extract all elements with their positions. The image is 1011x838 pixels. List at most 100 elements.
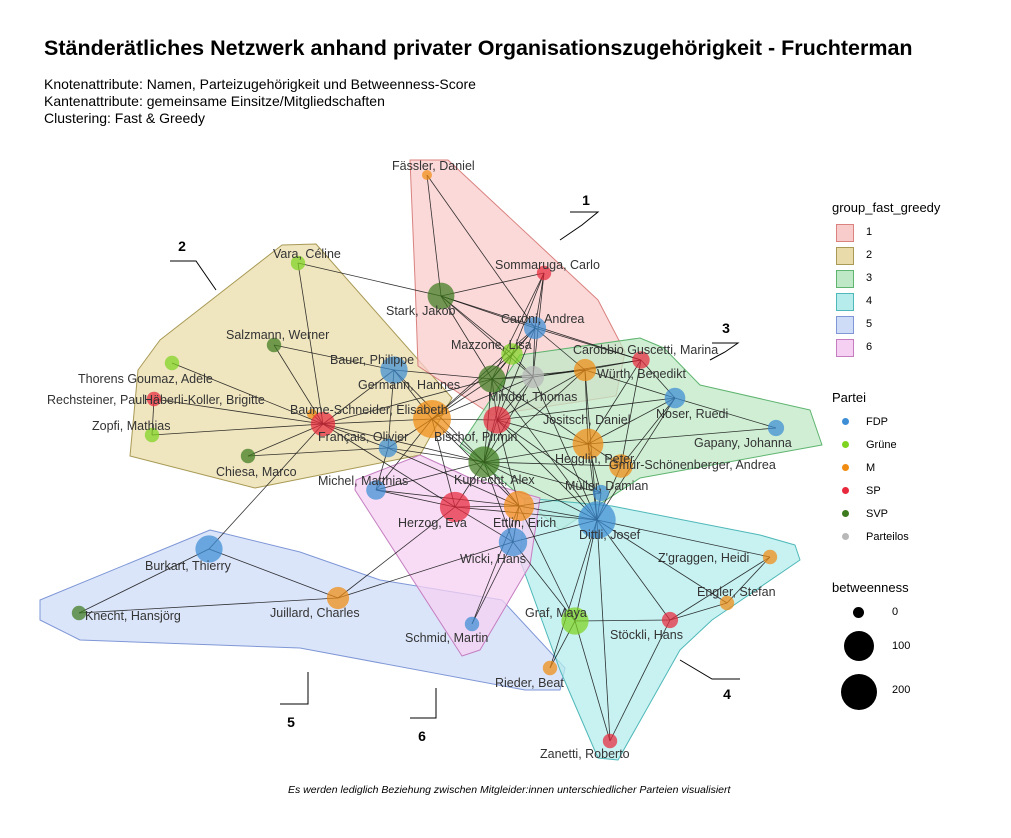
edge	[596, 519, 728, 604]
edge	[584, 369, 676, 399]
edge	[387, 447, 485, 463]
legend-group-label: 4	[866, 295, 873, 307]
node-baume	[310, 411, 336, 437]
legend-group-item: 6	[832, 339, 1002, 359]
node-caroni	[523, 316, 547, 340]
node-label: Thorens Goumaz, Adèle	[78, 372, 213, 386]
edge	[208, 423, 324, 550]
node-label: Juillard, Charles	[270, 606, 360, 620]
node-label: Germann, Hannes	[358, 378, 460, 392]
edge	[440, 295, 534, 378]
edge	[440, 295, 513, 355]
subtitle-line-clustering: Clustering: Fast & Greedy	[44, 110, 206, 126]
node-wurth	[573, 358, 597, 382]
node-label: Salzmann, Werner	[226, 328, 329, 342]
legend-size-dot	[844, 631, 874, 661]
legend-party-dot	[842, 418, 849, 425]
node-burkart	[195, 535, 223, 563]
edge	[273, 344, 395, 371]
node-label: Mazzone, Lisa	[451, 338, 532, 352]
node-label: Häberli-Koller, Brigitte	[144, 393, 265, 407]
node-francais	[378, 438, 398, 458]
node-juillard	[326, 586, 350, 610]
cluster-number-label: 6	[418, 728, 426, 744]
edge	[471, 505, 520, 625]
edge	[620, 359, 642, 467]
legend-group-label: 5	[866, 318, 873, 330]
edge	[574, 620, 611, 742]
edge	[337, 506, 456, 599]
legend-group-swatch	[836, 224, 854, 242]
node-muller	[592, 484, 610, 502]
legend-group-item: 1	[832, 224, 1002, 244]
legend-size-item: 100	[832, 630, 1002, 666]
node-chiesa	[240, 448, 256, 464]
node-jositsch	[483, 406, 511, 434]
node-label: Vara, Céline	[273, 247, 341, 261]
node-bauer	[380, 356, 408, 384]
edge	[387, 447, 520, 507]
edge	[151, 423, 324, 436]
node-label: Jositsch, Daniel	[543, 413, 631, 427]
legend-party-item: M	[832, 460, 1002, 480]
node-mazzone	[501, 343, 523, 365]
edge	[297, 262, 442, 297]
node-label: Baume-Schneider, Elisabeth	[290, 403, 448, 417]
node-minder	[521, 365, 545, 389]
node-label: Z'graggen, Heidi	[658, 551, 749, 565]
legend-party-item: SVP	[832, 506, 1002, 526]
legend: group_fast_greedy 1 2 3 4 5 6 Partei FDP…	[832, 200, 1007, 720]
legend-party-dot	[842, 533, 849, 540]
edge	[426, 174, 536, 329]
legend-party-label: FDP	[866, 416, 888, 428]
node-label: Sommaruga, Carlo	[495, 258, 600, 272]
legend-group-item: 2	[832, 247, 1002, 267]
node-schmid	[464, 616, 480, 632]
node-label: Zanetti, Roberto	[540, 747, 630, 761]
cluster-hulls	[39, 159, 823, 761]
legend-size-label: 200	[892, 684, 911, 696]
edge	[574, 619, 671, 622]
node-gapany	[767, 419, 785, 437]
node-carobbio	[632, 351, 650, 369]
edge	[496, 327, 536, 421]
node-label: Fässler, Daniel	[392, 159, 475, 173]
edge	[247, 447, 389, 457]
edge	[620, 397, 676, 467]
cluster-leader-line	[559, 211, 600, 241]
node-salzmann	[266, 337, 282, 353]
node-knecht	[71, 605, 87, 621]
node-label: Engler, Stefan	[697, 585, 776, 599]
node-label: Gmür-Schönenberger, Andrea	[609, 458, 776, 472]
node-gmur	[609, 454, 633, 478]
legend-party-item: SP	[832, 483, 1002, 503]
node-zopfi	[144, 427, 160, 443]
edge	[669, 602, 728, 621]
node-label: Burkart, Thierry	[145, 559, 232, 573]
node-label: Minder, Thomas	[488, 390, 577, 404]
node-sommaruga	[536, 265, 552, 281]
node-label: Rieder, Beat	[495, 676, 564, 690]
cluster-number-label: 3	[722, 320, 730, 336]
edge	[596, 397, 676, 521]
node-label: Rechsteiner, Paul	[47, 393, 145, 407]
legend-party-item: Grüne	[832, 437, 1002, 457]
node-label: Noser, Ruedi	[656, 407, 728, 421]
cluster-hull-5	[39, 529, 566, 691]
edge	[322, 378, 493, 425]
cluster-leader-line	[410, 688, 437, 719]
edge	[496, 419, 589, 445]
node-label: Michel, Matthias	[318, 474, 408, 488]
node-graf	[561, 607, 589, 635]
edge	[587, 427, 777, 445]
node-label: Carobbio Guscetti, Marina	[573, 343, 718, 357]
edge	[483, 369, 586, 463]
node-rechsteiner	[146, 391, 162, 407]
edge	[153, 398, 324, 425]
node-label: Schmid, Martin	[405, 631, 488, 645]
node-ettlin	[503, 490, 535, 522]
cluster-hull-6	[354, 454, 541, 657]
node-zgraggen	[762, 549, 778, 565]
